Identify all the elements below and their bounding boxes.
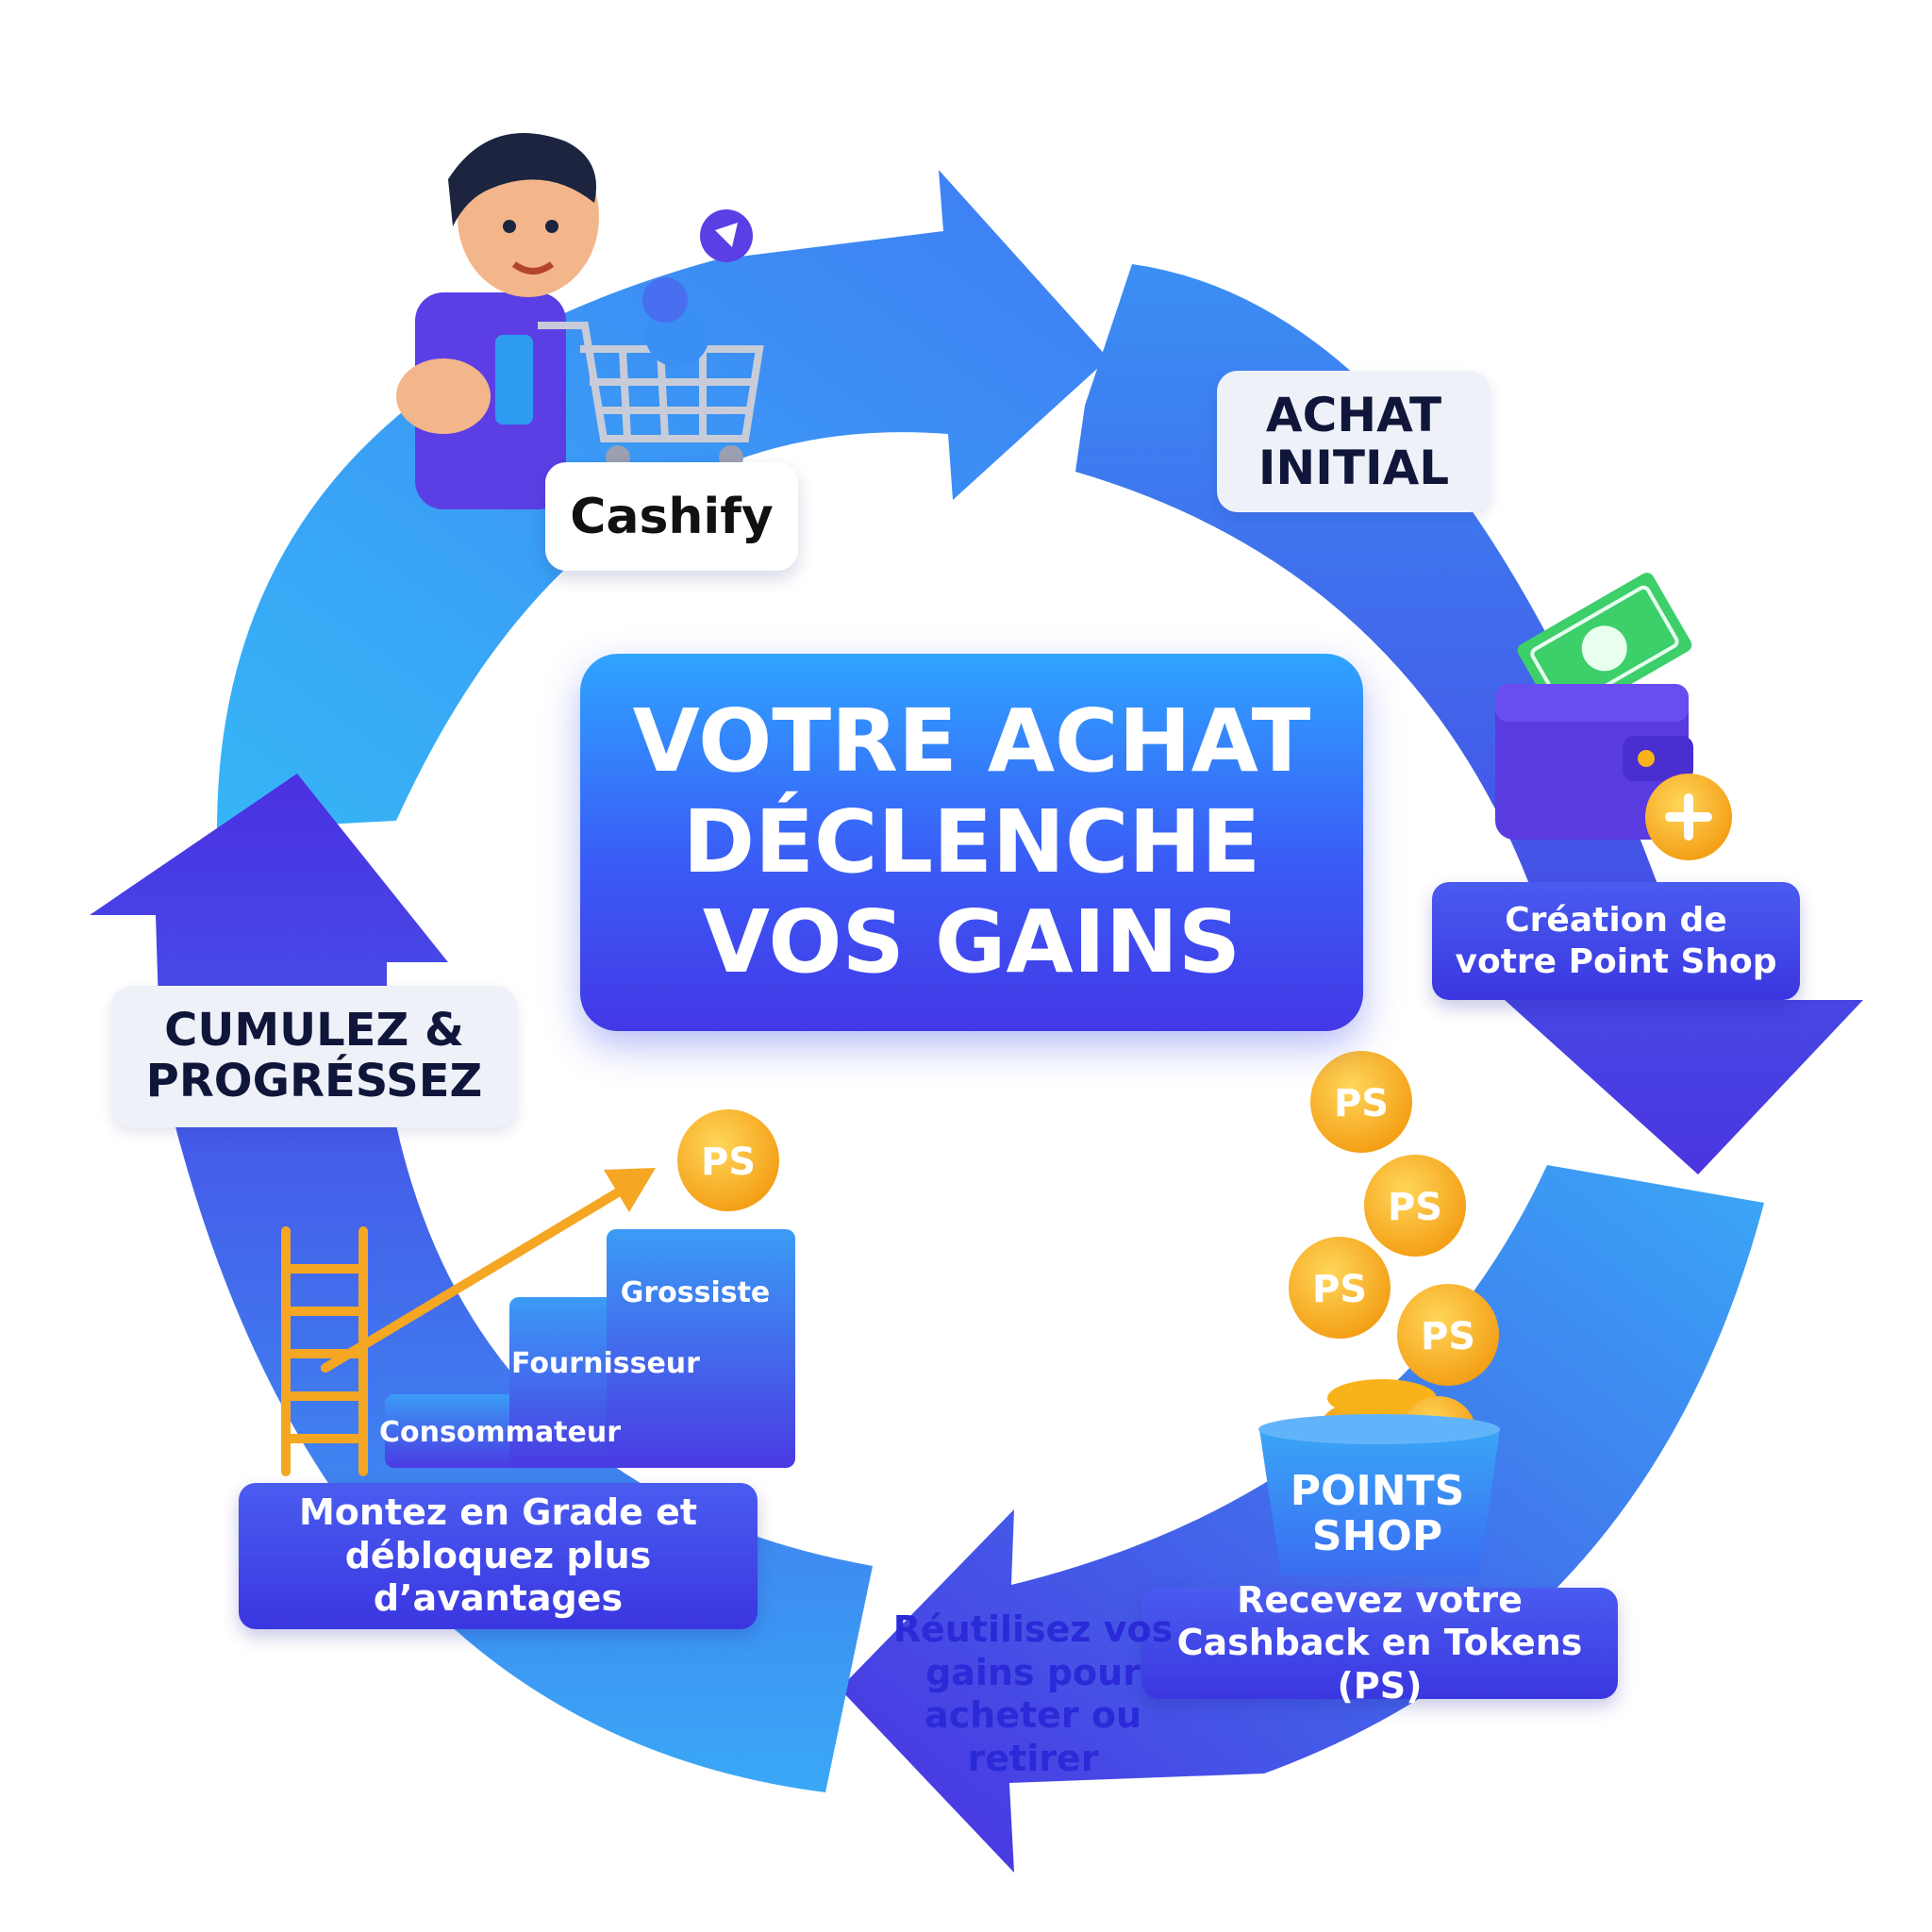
step-achat-initial-text: ACHAT INITIAL (1257, 388, 1450, 495)
brand-label: Cashify (545, 462, 798, 571)
ps-coin: PS (677, 1109, 779, 1211)
ps-coin: PS (1397, 1284, 1499, 1386)
growth-arrow (321, 1168, 656, 1373)
points-shop-bucket-label: POINTS SHOP (1269, 1457, 1486, 1571)
ps-coin: PS (1289, 1237, 1391, 1339)
wallet-illustration (1495, 573, 1732, 860)
step-point-shop-text: Création de votre Point Shop (1455, 901, 1777, 981)
grade-block-grossiste (607, 1229, 795, 1468)
brand-label-text: Cashify (570, 488, 774, 545)
grade-label-consommateur: Consommateur (379, 1416, 621, 1449)
step-cashback-text: Recevez votre Cashback en Tokens (PS) (1176, 1578, 1583, 1707)
grade-blocks: Consommateur Fournisseur Grossiste (379, 1229, 795, 1468)
ps-coin-label: PS (1421, 1315, 1475, 1358)
ps-coin: PS (1310, 1051, 1412, 1153)
step-reuse: Réutilisez vos gains pour acheter ou ret… (882, 1608, 1184, 1780)
main-title-text: VOTRE ACHAT DÉCLENCHE VOS GAINS (632, 690, 1311, 993)
falling-coins: PS PS PS PS (1289, 1051, 1499, 1386)
step-cumulez: CUMULEZ & PROGRÉSSEZ (111, 986, 517, 1127)
step-point-shop: Création de votre Point Shop (1432, 882, 1800, 1000)
ladder-illustration (281, 1226, 368, 1476)
ps-coin-label: PS (1334, 1082, 1389, 1125)
ps-coin-label: PS (1388, 1186, 1442, 1229)
step-grade-text: Montez en Grade et débloquez plus d’avan… (298, 1491, 698, 1620)
step-achat-initial: ACHAT INITIAL (1217, 371, 1491, 512)
ps-coin-label: PS (1312, 1268, 1367, 1311)
grade-label-grossiste: Grossiste (621, 1276, 771, 1309)
step-cashback: Recevez votre Cashback en Tokens (PS) (1141, 1579, 1618, 1707)
ps-coin: PS (1364, 1155, 1466, 1257)
step-reuse-text: Réutilisez vos gains pour acheter ou ret… (892, 1608, 1174, 1779)
ps-coin-label: PS (701, 1141, 756, 1184)
step-cumulez-text: CUMULEZ & PROGRÉSSEZ (145, 1004, 483, 1108)
points-shop-bucket-text: POINTS SHOP (1290, 1466, 1465, 1560)
main-title: VOTRE ACHAT DÉCLENCHE VOS GAINS (580, 654, 1363, 1031)
grade-label-fournisseur: Fournisseur (511, 1347, 700, 1380)
points-shop-bucket-illustration (1258, 1379, 1500, 1575)
arrow-top (217, 170, 1108, 830)
step-grade: Montez en Grade et débloquez plus d’avan… (239, 1483, 758, 1629)
